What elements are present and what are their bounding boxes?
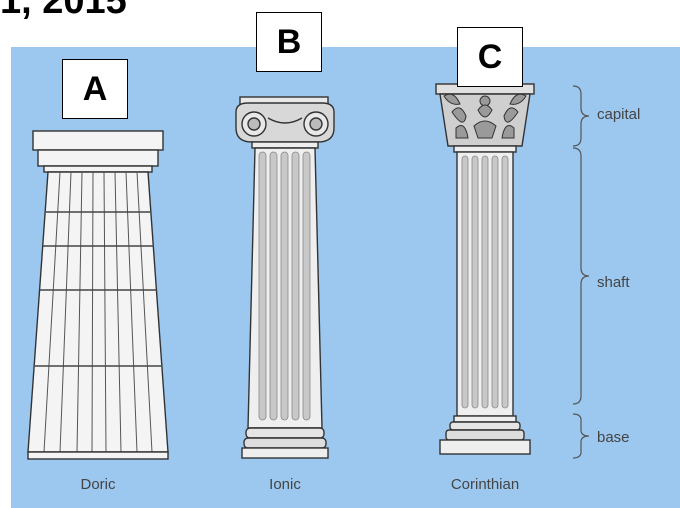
letter-box-c: C [457, 27, 523, 87]
doric-necking [43, 165, 153, 173]
doric-column [27, 130, 169, 460]
part-label-shaft: shaft [597, 274, 630, 291]
doric-echinus [37, 149, 159, 167]
doric-stylobate [27, 451, 169, 460]
base-brace [572, 413, 590, 459]
column-name-doric: Doric [80, 476, 116, 493]
doric-abacus [32, 130, 164, 151]
letter-box-b: B [256, 12, 322, 72]
ionic-column [235, 96, 335, 459]
ionic-base [241, 447, 329, 459]
capital-brace [572, 85, 590, 147]
heading-fragment: 1, 2015 [0, 0, 127, 22]
corinthian-column [435, 83, 535, 455]
corinthian-base [439, 439, 531, 455]
letter-box-a: A [62, 59, 128, 119]
part-label-capital: capital [597, 106, 641, 123]
part-label-base: base [597, 429, 630, 446]
column-name-corinthian: Corinthian [450, 476, 520, 493]
doric-shaft [27, 171, 169, 453]
column-name-ionic: Ionic [269, 476, 301, 493]
shaft-brace [572, 147, 590, 405]
